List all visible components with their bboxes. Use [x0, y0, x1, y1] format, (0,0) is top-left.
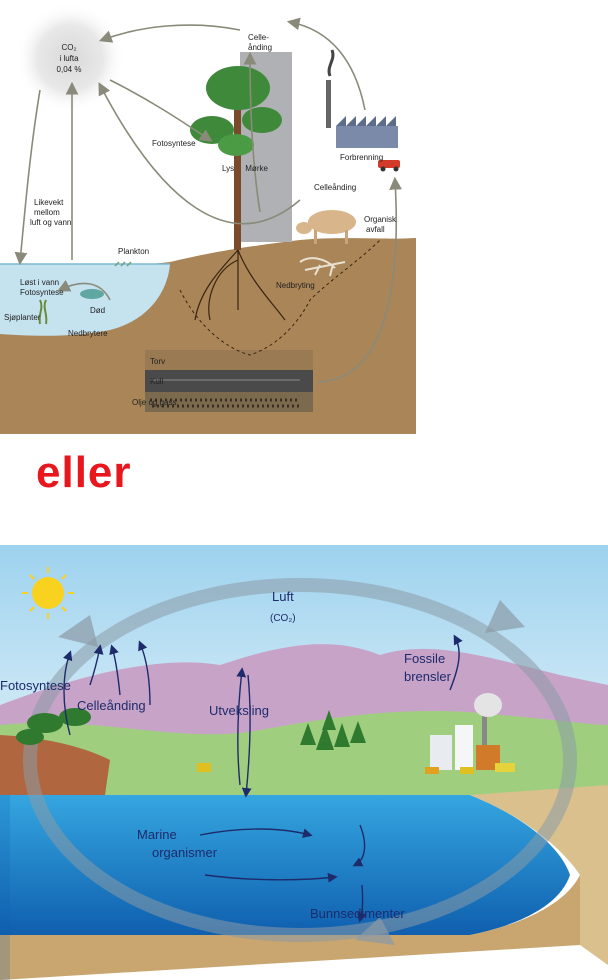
label-lys-morke: Lys Mørke [222, 164, 268, 173]
label-plankton: Plankton [118, 247, 149, 256]
sun-icon [32, 577, 64, 609]
label-celleanding-top-1: Celle- [248, 33, 269, 42]
label-likevekt-1: Likevekt [34, 198, 64, 207]
fish-icon [80, 289, 104, 299]
ring-arrowhead-left [58, 615, 98, 647]
label-nedbryting: Nedbryting [276, 281, 315, 290]
label-nedbrytere: Nedbrytere [68, 329, 108, 338]
factory-icon [326, 49, 398, 148]
label-fotosyntese: Fotosyntese [0, 678, 71, 693]
plankton-icon [114, 261, 132, 267]
ring-arrowhead-bottom [355, 917, 395, 945]
label-forbrenning: Forbrenning [340, 153, 383, 162]
label-organismer: organismer [152, 845, 218, 860]
label-marine: Marine [137, 827, 177, 842]
skeleton-icon [299, 257, 346, 277]
label-celleanding-top-2: ånding [248, 43, 272, 52]
tractor-icon [197, 763, 211, 772]
cow-icon [296, 210, 356, 244]
exchange-arrows [63, 634, 463, 923]
sediment [0, 875, 580, 980]
label-likevekt-2: mellom [34, 208, 60, 217]
label-fossile: Fossile [404, 651, 445, 666]
factory-icon [430, 693, 502, 770]
label-kull: Kull [150, 377, 164, 386]
label-celleanding: Celleånding [77, 698, 146, 713]
ring-arrowhead-top-right [485, 600, 525, 633]
layer-kull [145, 370, 313, 392]
water [0, 264, 170, 336]
vehicles-icon [425, 763, 515, 774]
dashed-decay-path [179, 239, 381, 356]
label-lost-i-vann: Løst i vann [20, 278, 59, 287]
sun-rays [22, 567, 74, 619]
label-torv: Torv [150, 357, 165, 366]
layer-torv [145, 350, 313, 370]
label-likevekt-3: luft og vann [30, 218, 71, 227]
label-utveksling: Utveksling [209, 703, 269, 718]
flow-arrows [14, 17, 402, 383]
co2-glow [15, 3, 125, 113]
co2-label-1: CO₂ [61, 43, 76, 52]
label-celleanding-mid: Celleånding [314, 183, 356, 192]
cycle-ring [23, 578, 577, 942]
label-co2: (CO₂) [270, 613, 296, 624]
connector-word: eller [36, 448, 132, 497]
seaweed-icon [38, 299, 48, 325]
co2-label-3: 0,04 % [57, 65, 82, 74]
land-right [470, 785, 608, 965]
label-bunnsedimenter: Bunnsedimenter [310, 906, 405, 921]
label-dod: Død [90, 306, 105, 315]
carbon-cycle-diagram-top: CO₂ i lufta 0,04 % [0, 3, 416, 434]
label-olje-gass: Olje og gass [132, 398, 176, 407]
car-icon [378, 160, 400, 172]
label-organisk-1: Organisk [364, 215, 397, 224]
label-sjoplanter: Sjøplanter [4, 313, 41, 322]
label-brensler: brensler [404, 669, 452, 684]
label-fotosyntese: Fotosyntese [152, 139, 196, 148]
label-luft: Luft [272, 589, 294, 604]
co2-label-2: i lufta [59, 54, 79, 63]
label-organisk-2: avfall [366, 225, 385, 234]
label-fotosyntese-vann: Fotosyntese [20, 288, 64, 297]
carbon-cycle-diagram-bottom: Luft (CO₂) Fossile brensler Fotosyntese … [0, 545, 608, 980]
